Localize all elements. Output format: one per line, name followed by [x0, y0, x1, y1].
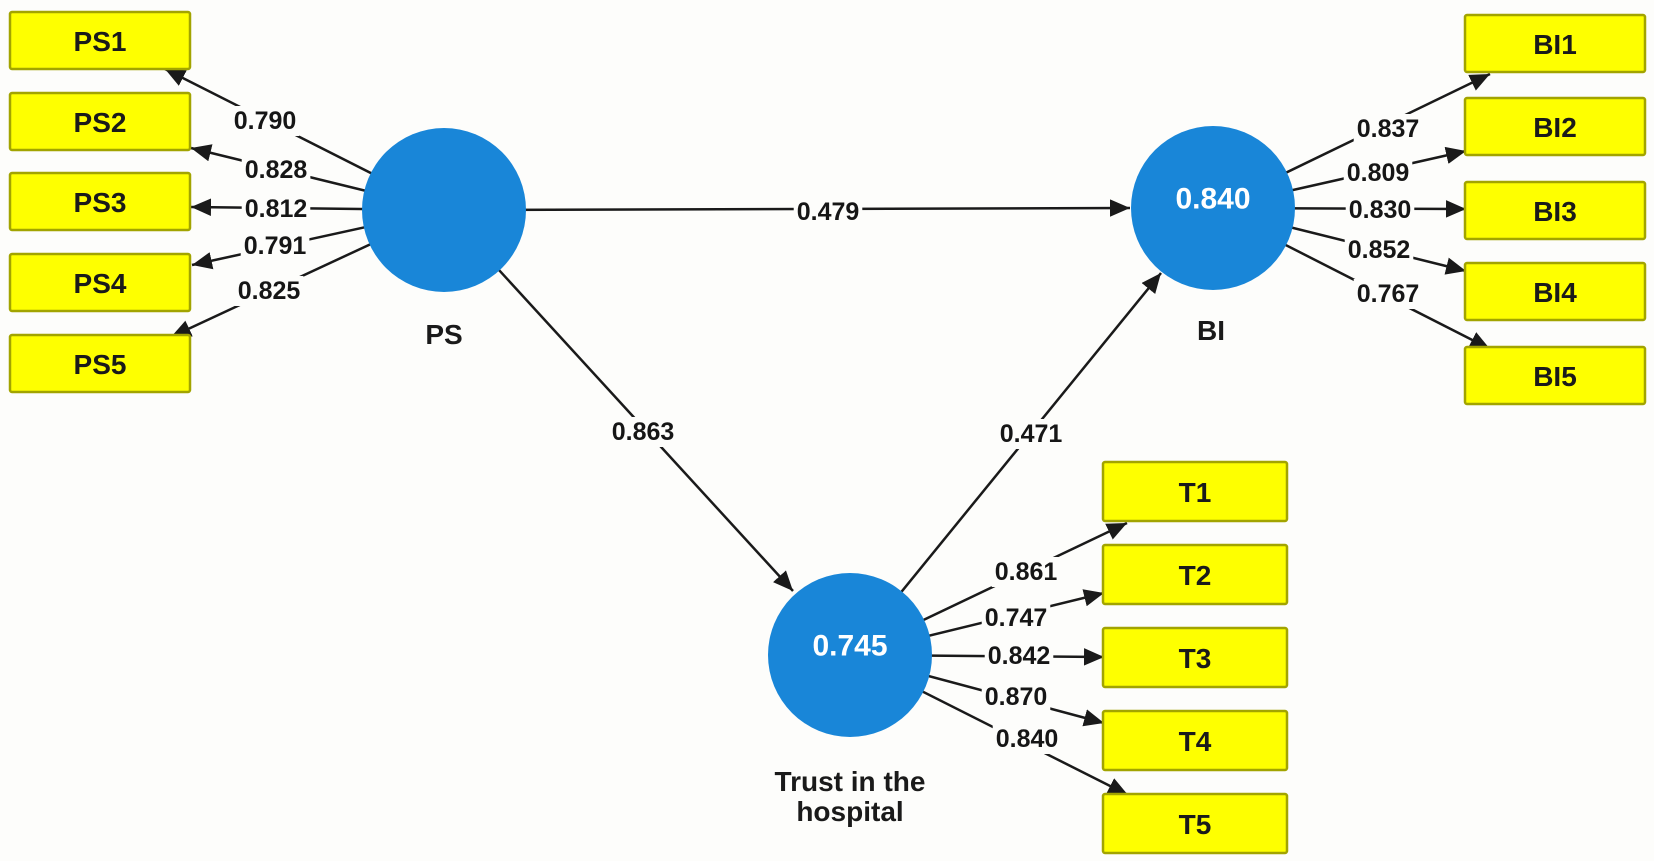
loading-value-PS1: 0.790 — [234, 107, 297, 135]
indicator-label-T3: T3 — [1179, 643, 1212, 674]
indicator-label-T1: T1 — [1179, 477, 1212, 508]
loading-value-PS4-bg — [240, 231, 310, 261]
path-arrow-ps-trust — [443, 209, 794, 592]
indicator-box-BI5 — [1463, 345, 1647, 406]
indicator-box-BI2 — [1463, 96, 1647, 157]
indicator-box-T4 — [1101, 709, 1289, 772]
indicator-box-T1 — [1101, 460, 1289, 523]
loading-value-T5-bg — [992, 724, 1062, 754]
path-coefficient-ps-bi: 0.479 — [797, 198, 860, 226]
indicator-label-BI3: BI3 — [1533, 196, 1577, 227]
loading-value-PS3-bg — [241, 194, 311, 224]
indicator-box-PS1 — [8, 10, 192, 71]
loading-value-T1-bg — [991, 557, 1061, 587]
path-coefficient-ps-trust: 0.863 — [612, 418, 675, 446]
indicator-label-PS3: PS3 — [74, 187, 127, 218]
indicator-label-PS5: PS5 — [74, 349, 127, 380]
loading-value-T4-bg — [981, 682, 1051, 712]
loading-value-T5: 0.840 — [996, 725, 1059, 753]
indicator-label-T4: T4 — [1179, 726, 1212, 757]
indicator-label-T2: T2 — [1179, 560, 1212, 591]
latent-rsquare-bi: 0.840 — [1175, 183, 1250, 216]
loading-value-PS2-bg — [241, 155, 311, 185]
loading-value-BI4: 0.852 — [1348, 236, 1411, 264]
indicator-box-PS2 — [8, 91, 192, 152]
path-arrow-ps-bi — [443, 199, 1131, 217]
loading-value-T4: 0.870 — [985, 683, 1048, 711]
loading-value-PS1-bg — [230, 106, 300, 136]
indicator-label-PS4: PS4 — [74, 268, 127, 299]
loading-value-T3: 0.842 — [988, 642, 1051, 670]
loading-value-PS2: 0.828 — [245, 156, 308, 184]
loading-value-PS4: 0.791 — [244, 232, 307, 260]
indicator-label-T5: T5 — [1179, 809, 1212, 840]
loading-value-PS3: 0.812 — [245, 195, 308, 223]
indicator-label-BI4: BI4 — [1533, 277, 1577, 308]
indicator-box-BI1 — [1463, 13, 1647, 74]
latent-circle-trust — [768, 573, 932, 737]
indicator-label-PS2: PS2 — [74, 107, 127, 138]
latent-circle-bi — [1131, 126, 1295, 290]
indicator-box-T5 — [1101, 792, 1289, 855]
loading-value-T3-bg — [984, 641, 1054, 671]
path-coefficient-trust-bi: 0.471 — [1000, 420, 1063, 448]
path-coefficient-trust-bi-bg — [996, 419, 1066, 449]
loading-value-BI2-bg — [1343, 158, 1413, 188]
path-coefficient-ps-bi-bg — [793, 197, 863, 227]
loading-value-BI3-bg — [1345, 195, 1415, 225]
loading-value-T2: 0.747 — [985, 604, 1048, 632]
loading-value-T1: 0.861 — [995, 558, 1058, 586]
indicator-label-BI1: BI1 — [1533, 29, 1577, 60]
loading-value-BI5: 0.767 — [1357, 280, 1420, 308]
loading-value-T2-bg — [981, 603, 1051, 633]
indicator-box-BI4 — [1463, 261, 1647, 322]
latent-label-trust-line1: Trust in the — [775, 766, 926, 797]
loading-value-BI1-bg — [1353, 114, 1423, 144]
loading-value-BI1: 0.837 — [1357, 115, 1420, 143]
indicator-box-BI3 — [1463, 180, 1647, 241]
indicator-box-PS3 — [8, 171, 192, 232]
loading-value-BI2: 0.809 — [1347, 159, 1410, 187]
latent-rsquare-trust: 0.745 — [812, 630, 887, 663]
latent-label-trust-line2: hospital — [796, 796, 903, 827]
indicator-box-T2 — [1101, 543, 1289, 606]
loading-value-BI4-bg — [1344, 235, 1414, 265]
loading-value-BI5-bg — [1353, 279, 1423, 309]
path-arrow-trust-bi — [849, 272, 1162, 656]
path-coefficient-ps-trust-bg — [608, 417, 678, 447]
indicator-label-BI2: BI2 — [1533, 112, 1577, 143]
indicator-box-PS5 — [8, 333, 192, 394]
loading-value-PS5-bg — [234, 276, 304, 306]
indicator-box-T3 — [1101, 626, 1289, 689]
indicator-box-PS4 — [8, 252, 192, 313]
loading-value-BI3: 0.830 — [1349, 196, 1412, 224]
latent-label-ps: PS — [425, 319, 462, 350]
latent-label-bi: BI — [1197, 315, 1225, 346]
indicator-label-PS1: PS1 — [74, 26, 127, 57]
indicator-label-BI5: BI5 — [1533, 361, 1577, 392]
latent-circle-ps — [362, 128, 526, 292]
loading-value-PS5: 0.825 — [238, 277, 301, 305]
